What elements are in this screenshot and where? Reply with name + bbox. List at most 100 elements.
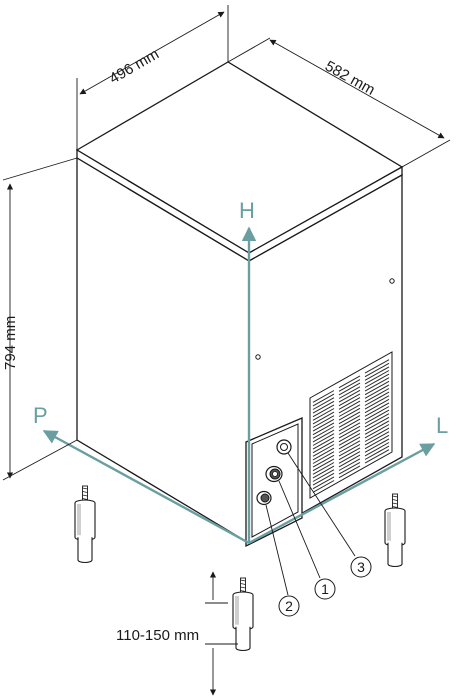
grille-slat <box>312 429 335 443</box>
grille-slat <box>364 424 390 439</box>
width-dimension-line <box>79 11 225 95</box>
dimension-lines <box>2 5 451 696</box>
grille-slat <box>312 390 335 403</box>
grille-slat <box>338 407 361 421</box>
grille-slat <box>312 433 335 446</box>
axis-l-label: L <box>436 413 448 438</box>
grille-slat <box>364 366 390 381</box>
axes <box>42 226 436 545</box>
grille-slat <box>364 431 390 446</box>
grille-slat <box>338 429 361 443</box>
grille-slat <box>312 422 335 436</box>
grille-slat <box>312 408 335 421</box>
grille-slat <box>338 436 361 450</box>
axis-p-label: P <box>33 403 48 428</box>
height-dimension-label: 794 mm <box>2 316 19 370</box>
grille-slat <box>364 413 390 428</box>
fitting-1 <box>265 465 283 483</box>
fitting-2 <box>256 490 272 506</box>
depth-dimension-label: 582 mm <box>322 58 378 99</box>
grille-slat <box>338 411 361 425</box>
grille-slat <box>364 388 390 403</box>
grille-slat <box>312 436 335 450</box>
grille-slat <box>338 397 361 410</box>
grille-slat <box>312 393 335 407</box>
width-dimension-label: 496 mm <box>107 46 162 88</box>
callout-3-number: 3 <box>357 559 365 575</box>
grille-slat <box>338 386 361 399</box>
grille-slat <box>338 379 361 392</box>
grille-slat <box>338 461 361 475</box>
callout-1-number: 1 <box>321 581 329 597</box>
grille-slat <box>364 409 390 424</box>
grille-slat <box>364 362 390 378</box>
feet-dimension-label: 110-150 mm <box>116 627 199 644</box>
vent-grille <box>309 351 393 499</box>
grille-slat <box>364 438 390 453</box>
grille-slat <box>312 451 335 464</box>
grille-slat <box>338 443 361 457</box>
grille-slat <box>364 427 390 442</box>
grille-slat <box>364 380 390 396</box>
callout-1: 1 <box>314 578 336 600</box>
grille-slat <box>364 398 390 414</box>
grille-slat <box>312 404 335 418</box>
grille-slat <box>312 411 335 425</box>
grille-slat <box>312 472 335 486</box>
foot <box>232 577 254 652</box>
grille-slat <box>338 447 361 461</box>
grille-slat <box>364 406 390 421</box>
grille-slat <box>338 382 361 396</box>
grille-slat <box>312 400 335 414</box>
grille-slat <box>364 434 390 450</box>
grille-slat <box>364 384 390 399</box>
feet <box>74 485 406 652</box>
grille-slat <box>364 377 390 392</box>
grille-slat <box>312 440 335 454</box>
grille-slat <box>364 449 390 464</box>
foot <box>74 485 96 564</box>
callout-leaders <box>265 452 356 596</box>
grille-slat <box>338 389 361 403</box>
grille-slat <box>338 451 361 464</box>
grille-slat <box>338 375 361 389</box>
grille-slat <box>338 393 361 407</box>
depth-dimension-line <box>269 39 445 139</box>
grille-slat <box>312 415 335 428</box>
callout-2-number: 2 <box>285 598 293 614</box>
axis-p-line <box>42 429 250 545</box>
axis-h-label: H <box>239 198 255 223</box>
axis-l-line <box>248 442 436 545</box>
grille-slat <box>338 422 361 435</box>
grille-slat <box>338 400 361 414</box>
grille-slat <box>312 476 335 490</box>
grille-slat <box>364 416 390 432</box>
grille-slat <box>338 425 361 439</box>
grille-slat <box>364 391 390 406</box>
screw-hole <box>389 278 395 284</box>
grille-slat <box>338 433 361 446</box>
grille-slat <box>364 420 390 435</box>
grille-slat <box>312 469 335 482</box>
grille-slat <box>312 454 335 468</box>
grille-slat <box>338 465 361 479</box>
fitting-3 <box>276 439 292 455</box>
grille-slat <box>364 395 390 410</box>
grille-slat <box>312 465 335 479</box>
grille-slat <box>312 447 335 461</box>
grille-slat <box>364 445 390 460</box>
grille-slat <box>312 480 335 493</box>
grille-slat <box>312 426 335 439</box>
grille-slat <box>312 462 335 475</box>
screw-hole <box>255 354 261 360</box>
callout-2: 2 <box>278 595 300 617</box>
grille-slat <box>338 454 361 468</box>
grille-slat <box>364 373 390 388</box>
vent-grille-slats <box>312 359 390 493</box>
grille-slat <box>312 444 335 457</box>
grille-slat <box>364 442 390 457</box>
grille-slat <box>338 440 361 453</box>
grille-slat <box>312 458 335 472</box>
